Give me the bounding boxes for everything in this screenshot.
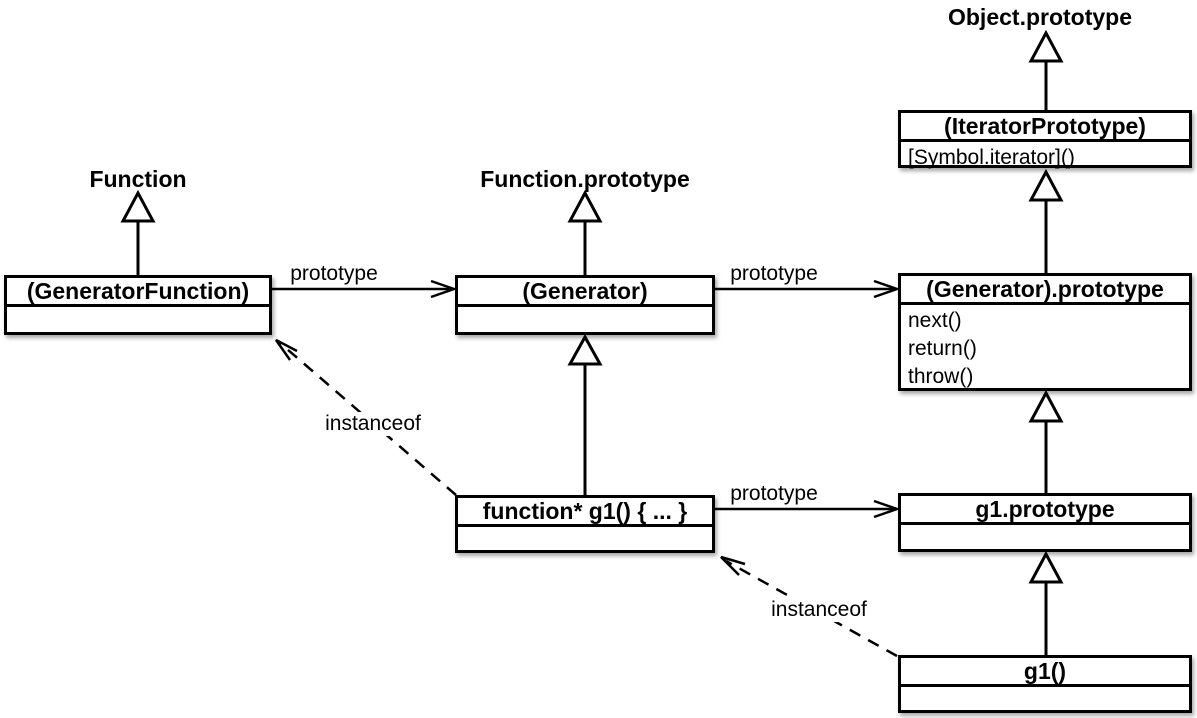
class-box-generator-dot-prototype: (Generator).prototype next() return() th…	[898, 273, 1192, 391]
class-box-generator: (Generator)	[455, 275, 715, 335]
hollow-triangle-icon	[1028, 168, 1064, 202]
member-next: next()	[908, 309, 962, 332]
open-arrowhead-icon	[274, 338, 298, 361]
edge-label-instanceof-2: instanceof	[767, 598, 871, 622]
class-box-iterator-prototype: (IteratorPrototype) [Symbol.iterator]()	[898, 110, 1192, 169]
hollow-triangle-icon	[567, 189, 603, 223]
class-title: g1()	[901, 658, 1189, 687]
hollow-triangle-icon	[1028, 550, 1064, 584]
class-box-g1-call: g1()	[898, 655, 1192, 713]
open-arrowhead-icon	[430, 279, 458, 299]
open-arrowhead-icon	[873, 279, 901, 299]
class-members	[901, 687, 1189, 710]
label-object-prototype: Object.prototype	[947, 4, 1133, 30]
edge-label-prototype-2: prototype	[726, 262, 822, 286]
class-members: [Symbol.iterator]()	[901, 142, 1189, 172]
member-symbol-iterator: [Symbol.iterator]()	[908, 146, 1075, 169]
class-title: g1.prototype	[901, 496, 1189, 525]
hollow-triangle-icon	[1028, 389, 1064, 423]
hollow-triangle-icon	[567, 333, 603, 366]
member-throw: throw()	[908, 365, 974, 388]
class-title: (Generator).prototype	[901, 276, 1189, 305]
class-members	[7, 307, 269, 332]
label-function: Function	[89, 166, 187, 192]
class-members	[901, 525, 1189, 549]
edge-label-prototype-3: prototype	[726, 482, 822, 506]
class-box-g1-function: function* g1() { ... }	[455, 495, 715, 553]
class-members	[458, 527, 712, 550]
open-arrowhead-icon	[720, 555, 746, 576]
class-title: (GeneratorFunction)	[7, 278, 269, 307]
class-title: function* g1() { ... }	[458, 498, 712, 527]
class-box-g1-prototype: g1.prototype	[898, 493, 1192, 552]
edge-label-prototype-1: prototype	[286, 262, 382, 286]
class-members	[458, 307, 712, 332]
class-box-generator-function: (GeneratorFunction)	[4, 275, 272, 335]
label-function-prototype: Function.prototype	[480, 166, 690, 192]
class-members: next() return() throw()	[901, 305, 1189, 391]
class-title: (IteratorPrototype)	[901, 113, 1189, 142]
hollow-triangle-icon	[1028, 29, 1064, 63]
edge-label-instanceof-1: instanceof	[321, 412, 425, 436]
class-title: (Generator)	[458, 278, 712, 307]
hollow-triangle-icon	[120, 189, 156, 223]
member-return: return()	[908, 337, 977, 360]
open-arrowhead-icon	[873, 499, 901, 519]
